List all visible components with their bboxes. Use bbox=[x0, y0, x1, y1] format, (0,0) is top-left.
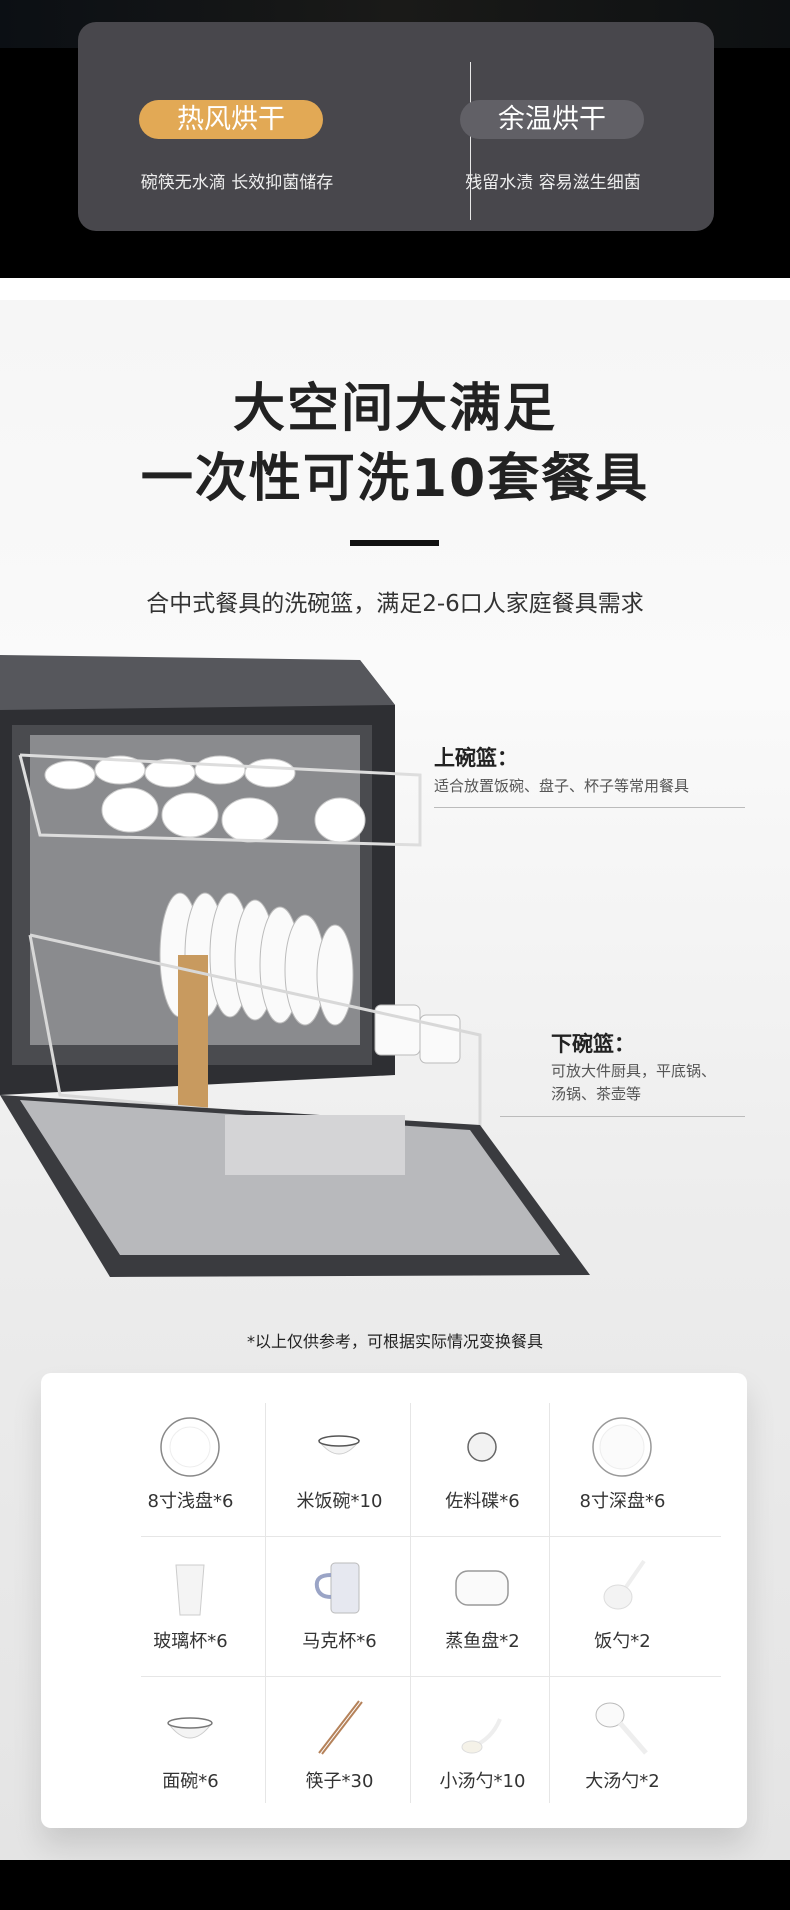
tableware-item: 玻璃杯*6 bbox=[118, 1539, 263, 1679]
col-divider bbox=[549, 1403, 550, 1803]
tableware-label: 马克杯*6 bbox=[302, 1631, 377, 1652]
tableware-label: 玻璃杯*6 bbox=[153, 1631, 228, 1652]
tableware-label: 面碗*6 bbox=[162, 1771, 219, 1792]
col-divider bbox=[265, 1403, 266, 1803]
upper-basket-label: 上碗篮： bbox=[434, 746, 518, 770]
noodle-bowl-icon bbox=[167, 1717, 213, 1739]
mug-icon bbox=[314, 1562, 360, 1614]
tableware-label: 蒸鱼盘*2 bbox=[445, 1631, 520, 1652]
heading-underline bbox=[350, 540, 439, 546]
heading-line1: 大空间大满足 bbox=[232, 379, 557, 439]
subtitle: 合中式餐具的洗碗篮，满足2-6口人家庭餐具需求 bbox=[146, 591, 644, 617]
tableware-item: 大汤勺*2 bbox=[550, 1679, 695, 1819]
residual-heat-drying-desc: 残留水渍 容易滋生细菌 bbox=[465, 173, 641, 193]
tableware-item: 8寸浅盘*6 bbox=[118, 1399, 263, 1539]
lower-basket-label: 下碗篮： bbox=[551, 1032, 635, 1056]
lower-basket-desc2: 汤锅、茶壶等 bbox=[551, 1085, 642, 1103]
lower-basket-line bbox=[500, 1116, 745, 1117]
heading-line2: 一次性可洗10套餐具 bbox=[140, 449, 650, 509]
tableware-item: 米饭碗*10 bbox=[267, 1399, 412, 1539]
tableware-item: 饭勺*2 bbox=[550, 1539, 695, 1679]
top-dark-band: 热风烘干 碗筷无水滴 长效抑菌储存 余温烘干 残留水渍 容易滋生细菌 bbox=[0, 0, 790, 278]
row-divider bbox=[141, 1536, 721, 1537]
spacer bbox=[0, 278, 790, 300]
dishwasher-image bbox=[0, 655, 590, 1277]
drying-comparison-card: 热风烘干 碗筷无水滴 长效抑菌储存 余温烘干 残留水渍 容易滋生细菌 bbox=[78, 22, 714, 231]
glass-icon bbox=[175, 1564, 205, 1616]
tableware-item: 佐料碟*6 bbox=[410, 1399, 555, 1539]
col-divider bbox=[410, 1403, 411, 1803]
tableware-label: 佐料碟*6 bbox=[445, 1491, 520, 1512]
tableware-label: 小汤勺*10 bbox=[439, 1771, 526, 1792]
hot-air-drying-badge: 热风烘干 bbox=[139, 100, 323, 139]
tableware-item: 小汤勺*10 bbox=[410, 1679, 555, 1819]
small-spoon-icon bbox=[461, 1718, 502, 1754]
lower-basket-desc1: 可放大件厨具，平底锅、 bbox=[551, 1062, 717, 1080]
plate-icon bbox=[160, 1417, 220, 1477]
sauce-dish-icon bbox=[467, 1432, 497, 1462]
divider bbox=[470, 62, 471, 220]
tableware-item: 8寸深盘*6 bbox=[550, 1399, 695, 1539]
tableware-item: 筷子*30 bbox=[267, 1679, 412, 1819]
upper-basket-line bbox=[434, 807, 745, 808]
rice-bowl-icon bbox=[317, 1435, 361, 1455]
tableware-label: 8寸浅盘*6 bbox=[147, 1491, 234, 1512]
tableware-item: 面碗*6 bbox=[118, 1679, 263, 1819]
tableware-grid-card: 8寸浅盘*6 米饭碗*10 佐料碟*6 8寸深盘*6 玻璃杯*6 马克杯*6 蒸鱼盘*2 饭勺… bbox=[41, 1373, 747, 1828]
rice-spoon-icon bbox=[603, 1559, 646, 1610]
chopsticks-icon bbox=[318, 1700, 363, 1755]
upper-basket-desc: 适合放置饭碗、盘子、杯子等常用餐具 bbox=[434, 777, 690, 795]
ladle-icon bbox=[595, 1702, 648, 1755]
tableware-item: 马克杯*6 bbox=[267, 1539, 412, 1679]
fish-plate-icon bbox=[455, 1570, 509, 1606]
tableware-label: 饭勺*2 bbox=[594, 1631, 651, 1652]
tableware-label: 大汤勺*2 bbox=[585, 1771, 660, 1792]
tableware-label: 米饭碗*10 bbox=[296, 1491, 383, 1512]
tableware-item: 蒸鱼盘*2 bbox=[410, 1539, 555, 1679]
deep-plate-icon bbox=[592, 1417, 652, 1477]
disclaimer-note: *以上仅供参考，可根据实际情况变换餐具 bbox=[246, 1332, 543, 1351]
row-divider bbox=[141, 1676, 721, 1677]
residual-heat-drying-badge: 余温烘干 bbox=[460, 100, 644, 139]
hot-air-drying-desc: 碗筷无水滴 长效抑菌储存 bbox=[140, 173, 334, 193]
tableware-label: 8寸深盘*6 bbox=[579, 1491, 666, 1512]
bottom-dark-band bbox=[0, 1860, 790, 1910]
tableware-label: 筷子*30 bbox=[305, 1771, 374, 1792]
